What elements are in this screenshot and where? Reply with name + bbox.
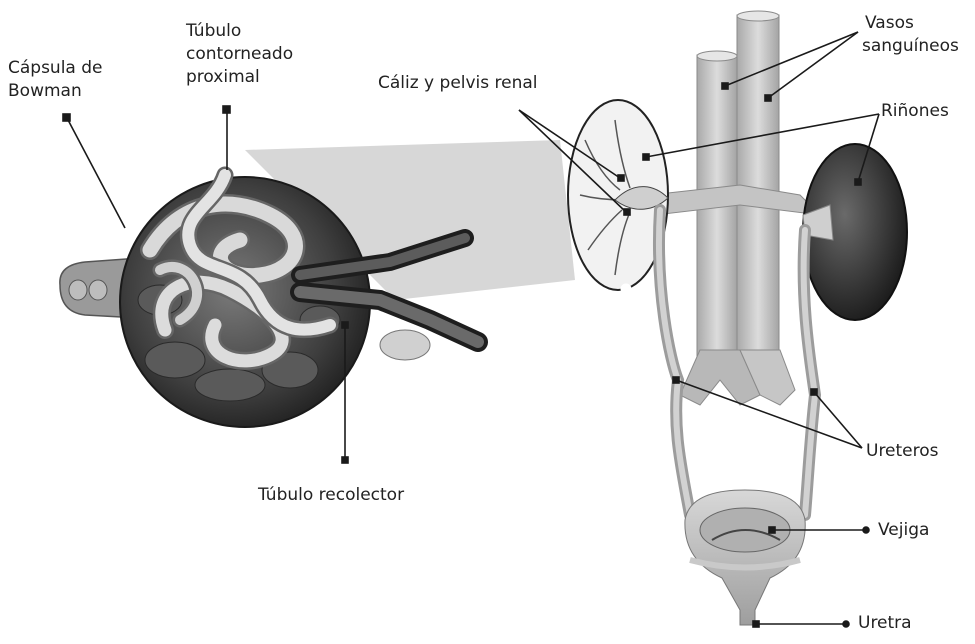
label-proximal-line1: Túbulo bbox=[186, 20, 241, 42]
label-rinones: Riñones bbox=[881, 100, 949, 122]
label-proximal-line2: contorneado bbox=[186, 43, 293, 65]
label-vasos-line1: Vasos bbox=[865, 12, 914, 34]
label-vejiga: Vejiga bbox=[878, 519, 929, 541]
label-bowman-line1: Cápsula de bbox=[8, 57, 103, 79]
label-proximal-line3: proximal bbox=[186, 66, 260, 88]
label-uretra: Uretra bbox=[858, 612, 912, 634]
label-ureteros: Ureteros bbox=[866, 440, 939, 462]
urinary-system-illustration bbox=[568, 11, 907, 625]
label-tubulo-recolector: Túbulo recolector bbox=[258, 484, 404, 506]
label-bowman-line2: Bowman bbox=[8, 80, 82, 102]
label-caliz-pelvis: Cáliz y pelvis renal bbox=[378, 72, 538, 94]
label-vasos-line2: sanguíneos bbox=[862, 35, 959, 57]
